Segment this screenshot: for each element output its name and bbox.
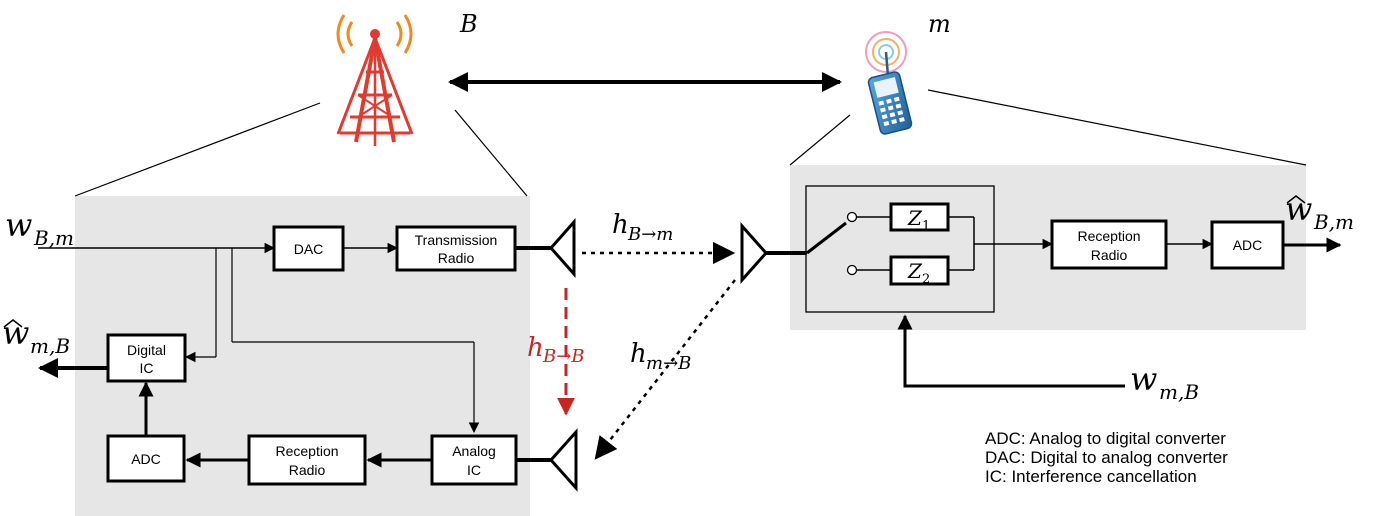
antenna-switch-box [805,185,995,313]
svg-text:B→B: B→B [542,346,585,367]
svg-text:IC: IC [140,360,154,376]
svg-text:Z: Z [907,259,923,283]
svg-text:B→m: B→m [627,224,673,245]
svg-text:h: h [630,339,647,369]
cell-tower-icon [336,14,414,146]
svg-text:w: w [5,206,32,244]
legend-item: ADC: Analog to digital converter [985,429,1226,448]
base-station-label: B [459,10,478,38]
svg-text:Analog: Analog [452,443,496,459]
legend-item: IC: Interference cancellation [985,467,1197,486]
h-b-to-b-label: h B→B [527,333,585,367]
svg-text:Digital: Digital [127,342,166,358]
mobile-phone-icon [865,31,913,135]
svg-text:1: 1 [922,219,930,234]
reception-radio-left-block: Reception Radio [247,434,367,486]
svg-text:m,B: m,B [1159,380,1199,404]
svg-text:Reception: Reception [1077,228,1140,244]
z2-block: Z 2 [889,255,950,287]
z1-block: Z 1 [889,202,950,234]
mobile-label: m [928,10,951,38]
input-w-bm-label: w B,m [5,206,74,250]
svg-text:m,B: m,B [30,334,70,358]
svg-text:ADC: ADC [1233,237,1263,253]
switch-arm [806,221,847,255]
svg-text:IC: IC [467,462,481,478]
control-line [897,314,1125,388]
svg-text:h: h [612,210,629,240]
svg-text:Radio: Radio [1091,247,1128,263]
legend: ADC: Analog to digital converter DAC: Di… [985,429,1228,486]
legend-item: DAC: Digital to analog converter [985,448,1228,467]
svg-text:DAC: DAC [294,241,324,257]
svg-text:Reception: Reception [275,443,338,459]
svg-text:h: h [527,333,544,363]
h-m-to-b-label: h m→B [630,339,691,374]
analog-ic-block: Analog IC [430,434,518,486]
antenna-icon [548,428,578,492]
antenna-icon [740,222,769,284]
input-w-mb-label: w m,B [1130,360,1199,404]
svg-text:ADC: ADC [131,451,161,467]
h-b-to-m-label: h B→m [612,210,673,245]
svg-text:w: w [1130,360,1157,398]
svg-text:Transmission: Transmission [415,232,498,248]
reception-radio-right-block: Reception Radio [1050,219,1168,270]
channel-m-to-b [594,279,736,460]
svg-text:2: 2 [922,272,930,287]
output-w-hat-mb-label: w m,B [2,314,70,358]
adc-left-block: ADC [106,434,186,483]
svg-text:w: w [2,314,29,352]
antenna-icon [548,218,576,278]
output-w-hat-bm-label: w B,m [1285,190,1354,234]
digital-ic-block: Digital IC [106,333,187,383]
svg-text:w: w [1285,190,1312,228]
dac-block: DAC [272,225,345,272]
svg-text:Z: Z [907,206,923,230]
svg-text:Radio: Radio [438,250,475,266]
svg-text:B,m: B,m [1313,210,1354,234]
svg-text:m→B: m→B [646,353,691,374]
transmission-radio-block: Transmission Radio [395,225,517,272]
svg-text:B,m: B,m [33,226,74,250]
adc-right-block: ADC [1210,220,1285,270]
svg-text:Radio: Radio [289,462,326,478]
